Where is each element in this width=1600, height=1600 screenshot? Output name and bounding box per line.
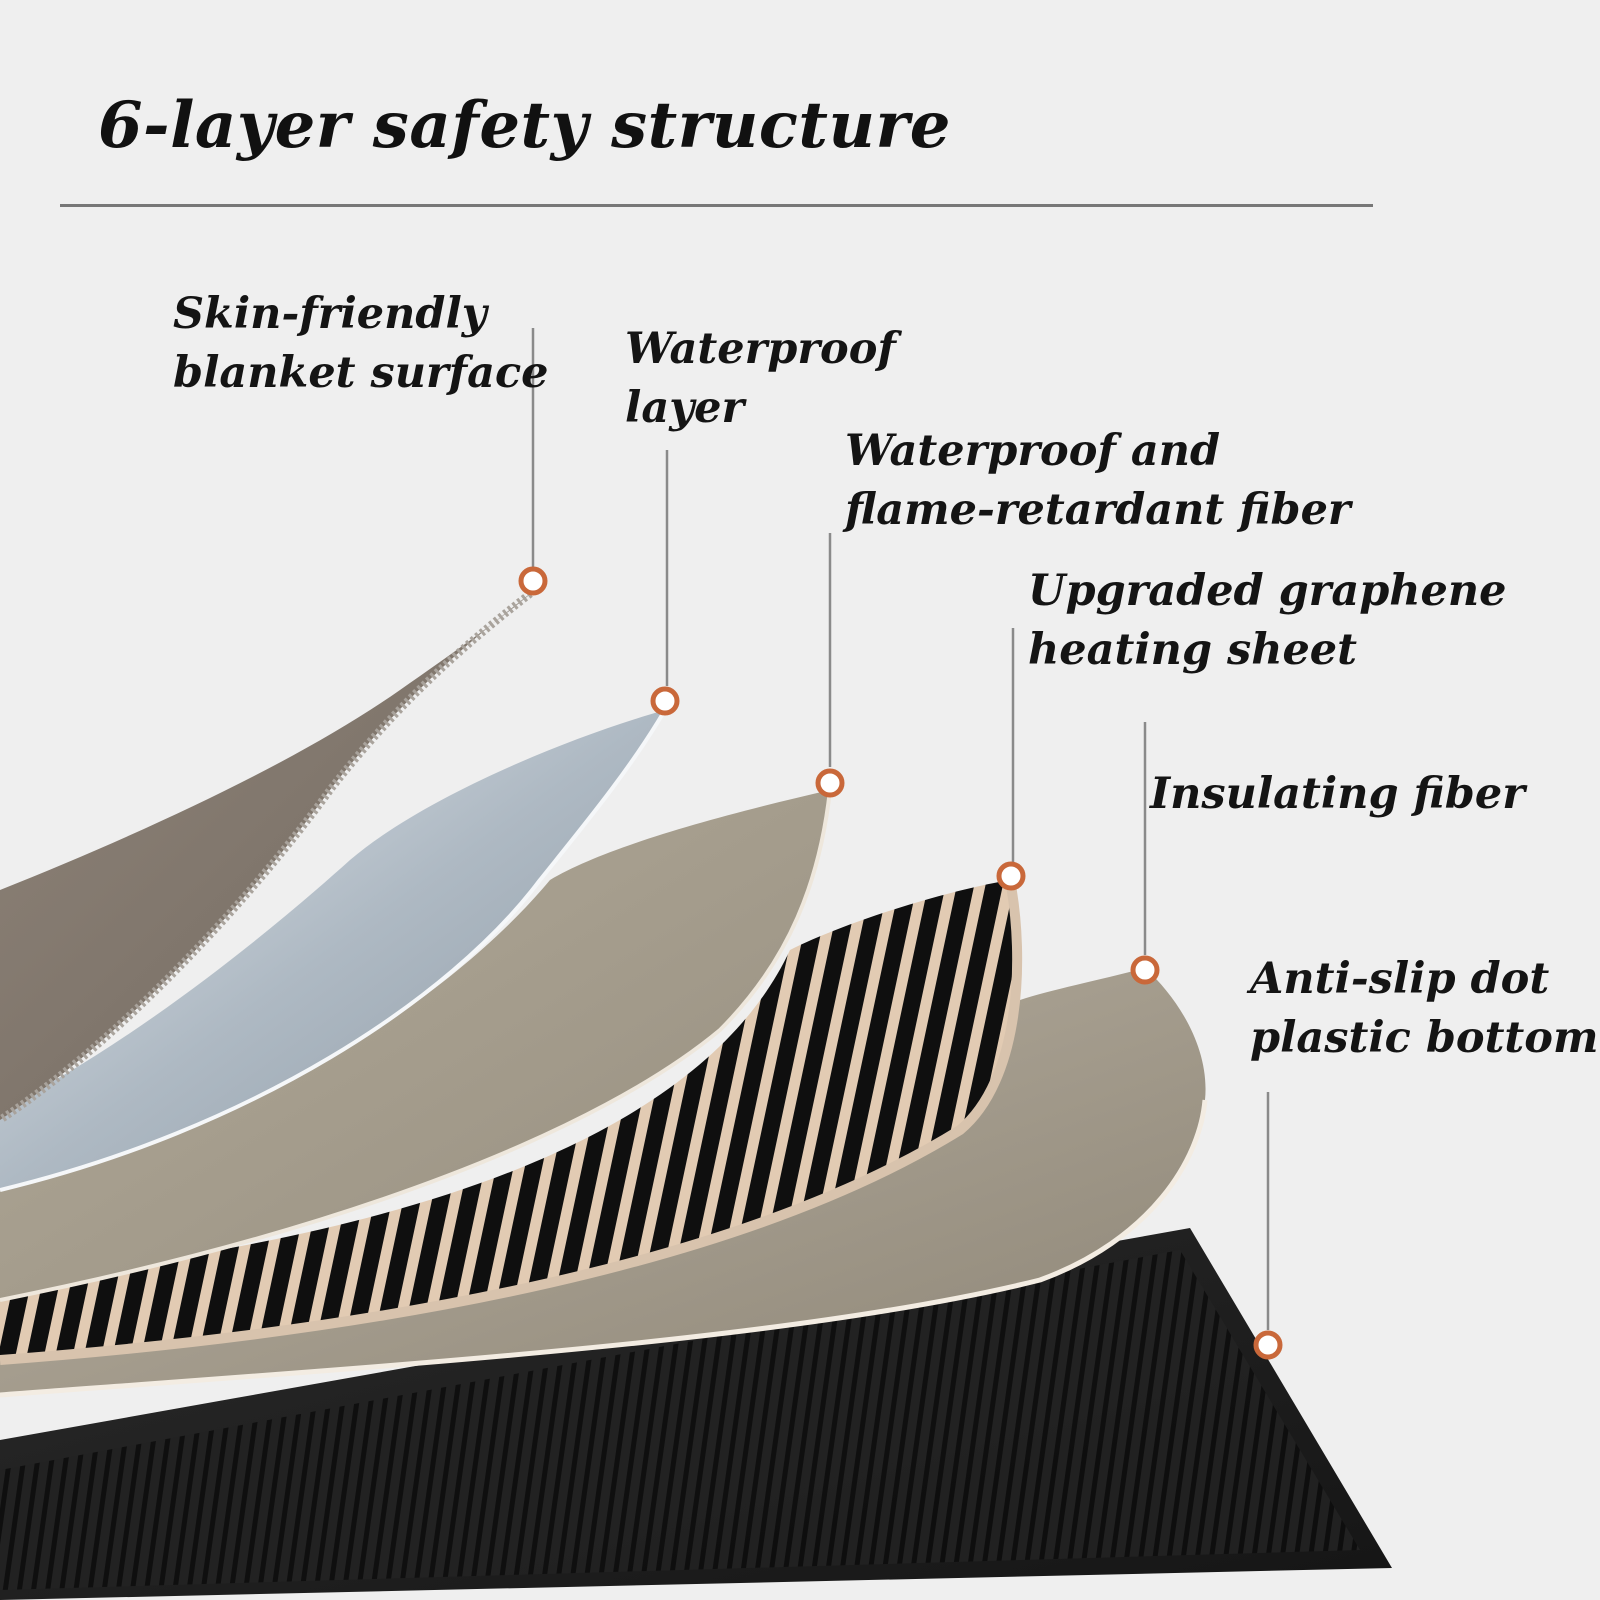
graphene-heating-layer xyxy=(0,879,1023,1365)
flame-retardant-fiber-layer xyxy=(0,789,832,1302)
title-divider xyxy=(60,204,1373,207)
marker-dot-1 xyxy=(518,566,548,596)
marker-dot-4 xyxy=(996,861,1026,891)
page-title: 6-layer safety structure xyxy=(98,88,951,163)
anti-slip-bottom-layer xyxy=(0,1228,1392,1600)
marker-dot-2 xyxy=(650,686,680,716)
label-insulating-fiber: Insulating fiber xyxy=(1150,769,1525,819)
marker-dot-6 xyxy=(1253,1330,1283,1360)
waterproof-layer xyxy=(0,708,667,1192)
marker-dot-5 xyxy=(1130,955,1160,985)
blanket-surface-layer xyxy=(0,586,538,1124)
marker-dot-3 xyxy=(815,768,845,798)
